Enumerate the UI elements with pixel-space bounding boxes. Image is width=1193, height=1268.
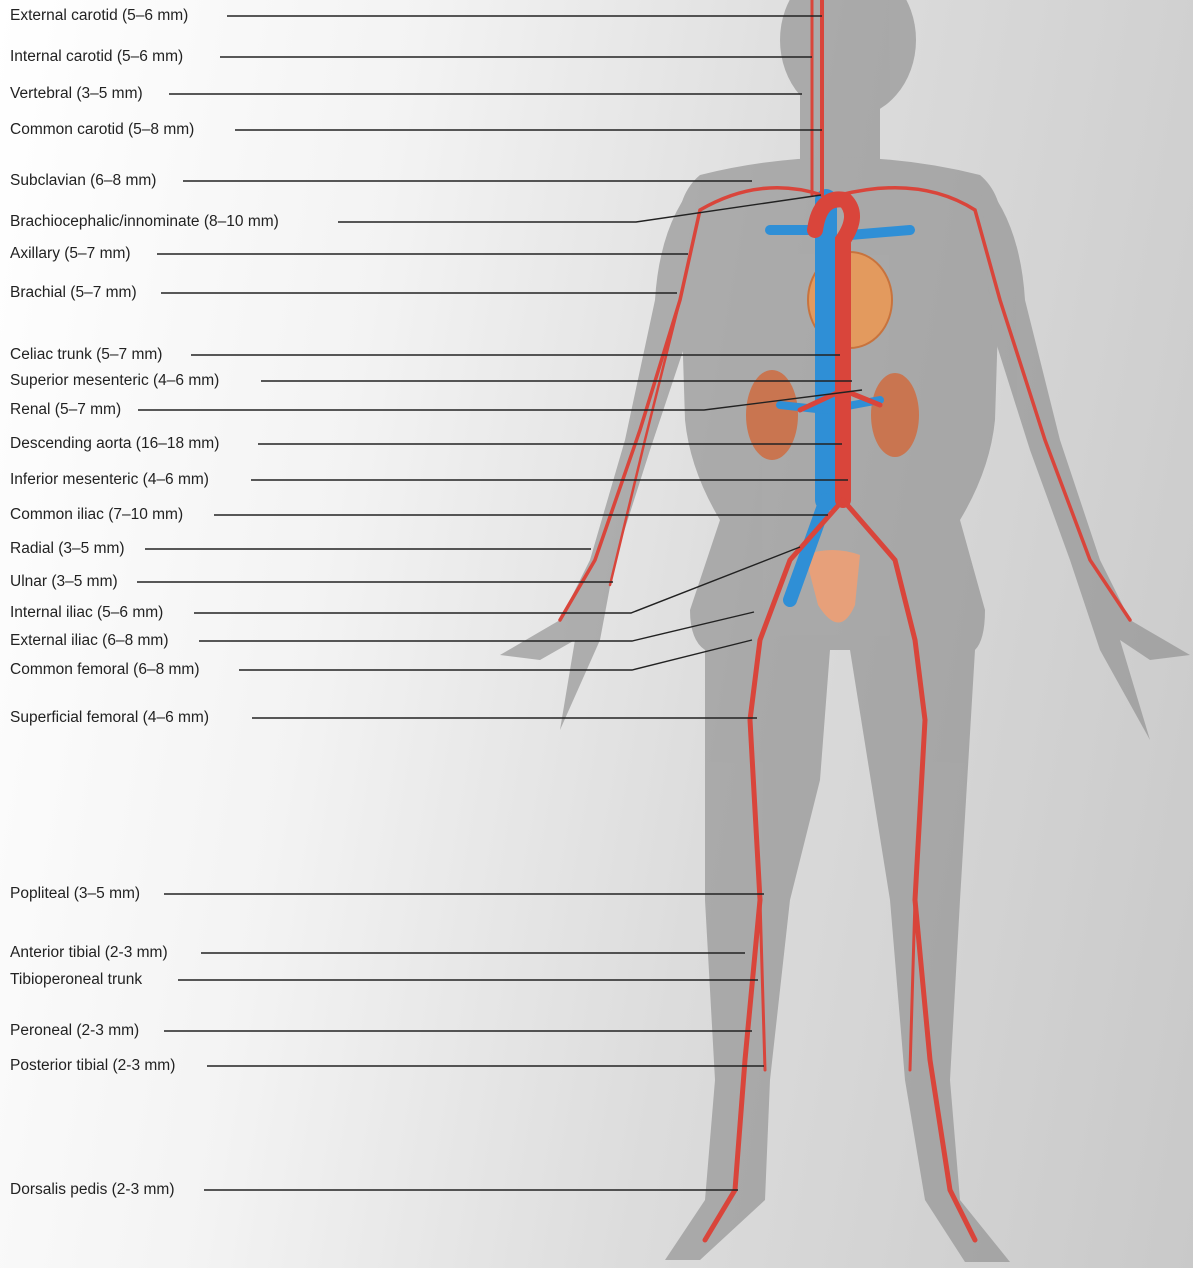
body-silhouette [500,0,1190,1262]
label-external-iliac: External iliac (6–8 mm) [10,632,169,650]
label-descending-aorta: Descending aorta (16–18 mm) [10,435,219,453]
label-superficial-femoral: Superficial femoral (4–6 mm) [10,709,209,727]
label-common-iliac: Common iliac (7–10 mm) [10,506,183,524]
label-inferior-mesenteric: Inferior mesenteric (4–6 mm) [10,471,209,489]
label-renal: Renal (5–7 mm) [10,401,121,419]
label-ulnar: Ulnar (3–5 mm) [10,573,118,591]
label-brachial: Brachial (5–7 mm) [10,284,137,302]
label-common-femoral: Common femoral (6–8 mm) [10,661,200,679]
label-peroneal: Peroneal (2-3 mm) [10,1022,139,1040]
leader-external-iliac [199,612,754,641]
label-popliteal: Popliteal (3–5 mm) [10,885,140,903]
label-tibioperoneal-trunk: Tibioperoneal trunk [10,971,142,989]
right-kidney [871,373,919,457]
label-radial: Radial (3–5 mm) [10,540,125,558]
label-subclavian: Subclavian (6–8 mm) [10,172,156,190]
label-internal-carotid: Internal carotid (5–6 mm) [10,48,183,66]
left-kidney [746,370,798,460]
label-dorsalis-pedis: Dorsalis pedis (2-3 mm) [10,1181,175,1199]
label-axillary: Axillary (5–7 mm) [10,245,131,263]
label-superior-mesenteric: Superior mesenteric (4–6 mm) [10,372,219,390]
leader-common-femoral [239,640,752,670]
label-anterior-tibial: Anterior tibial (2-3 mm) [10,944,168,962]
label-celiac-trunk: Celiac trunk (5–7 mm) [10,346,162,364]
label-common-carotid: Common carotid (5–8 mm) [10,121,194,139]
label-posterior-tibial: Posterior tibial (2-3 mm) [10,1057,175,1075]
label-internal-iliac: Internal iliac (5–6 mm) [10,604,163,622]
label-vertebral: Vertebral (3–5 mm) [10,85,143,103]
label-external-carotid: External carotid (5–6 mm) [10,7,188,25]
label-brachiocephalic: Brachiocephalic/innominate (8–10 mm) [10,213,279,231]
